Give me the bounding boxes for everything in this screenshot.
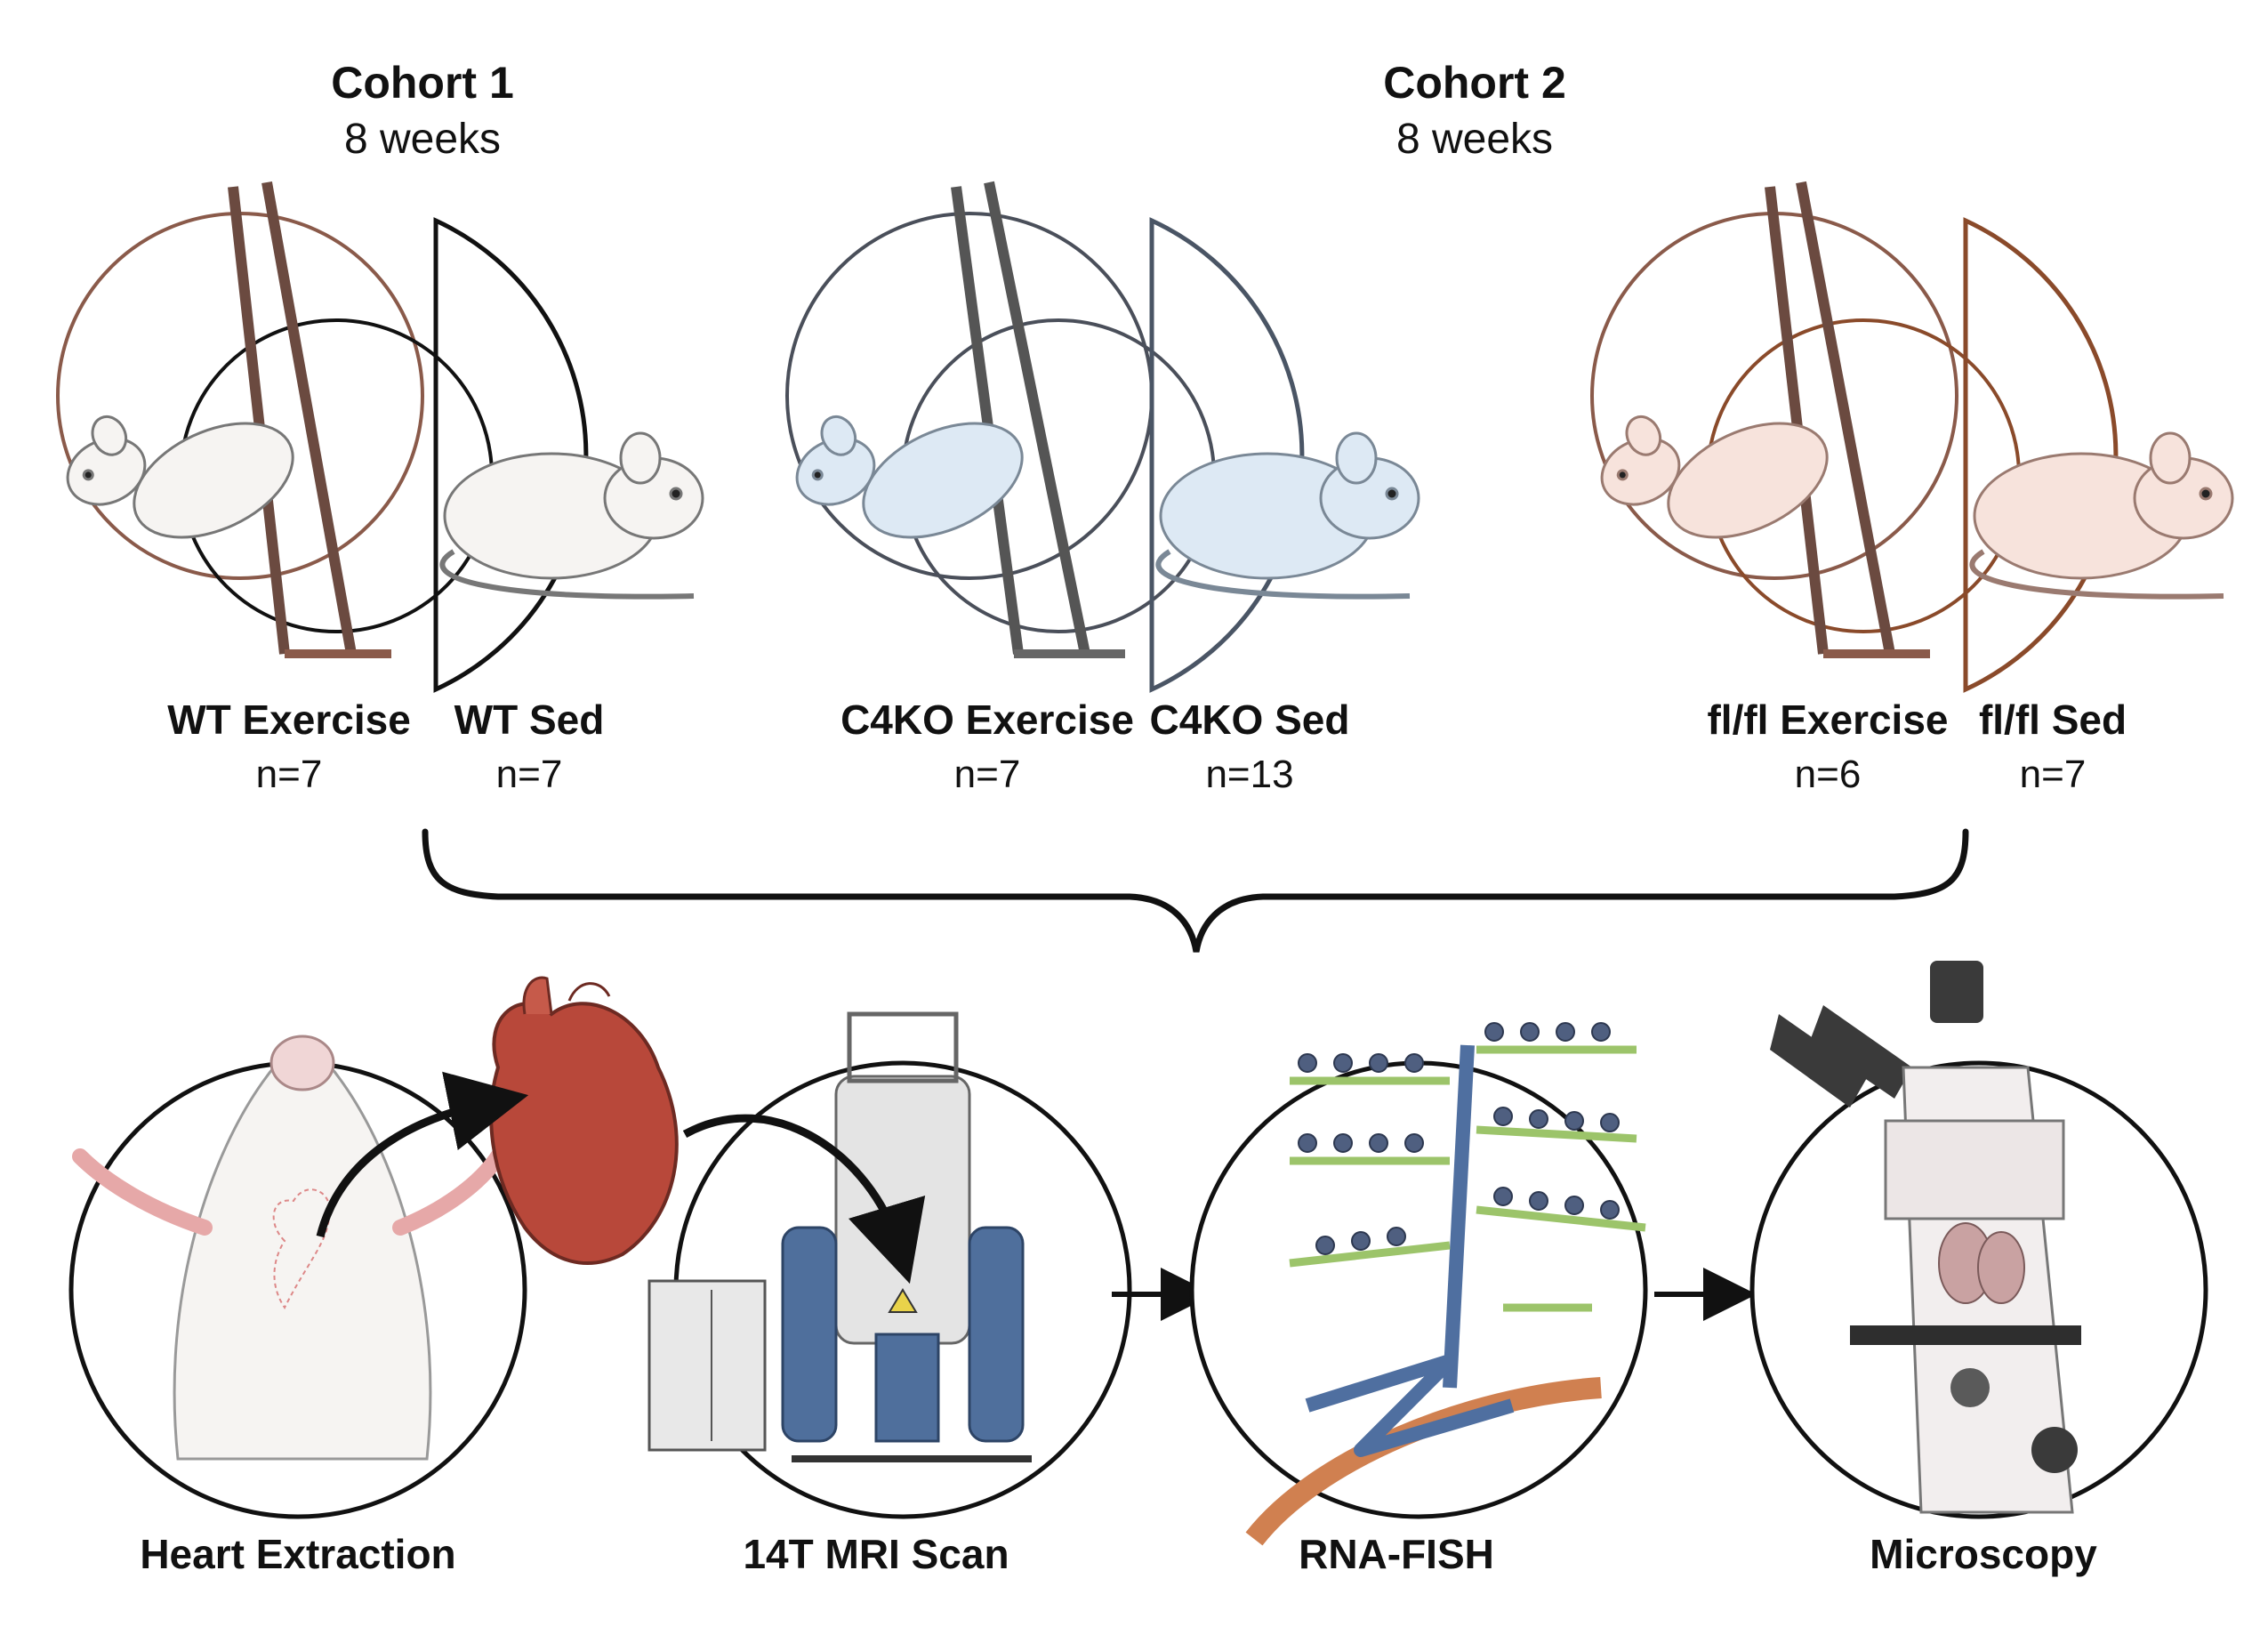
group-n: n=7	[496, 753, 563, 796]
group-label: WT Exercise	[167, 697, 411, 743]
cohort-2-title: Cohort 2	[1383, 58, 1566, 108]
insert-arrow	[682, 1114, 926, 1285]
wt-group-illustration	[47, 181, 703, 693]
transfer-arrow	[316, 1071, 529, 1238]
group-n: n=7	[2020, 753, 2087, 796]
flfl-exercise-mouse-icon	[1581, 349, 1846, 583]
rna-fish-illustration	[1189, 1022, 1648, 1546]
mri-illustration	[647, 1011, 1132, 1519]
flfl-group-illustration	[1581, 181, 2232, 693]
mri-scanner-icon	[647, 1011, 1032, 1462]
step-label-mri: 14T MRI Scan	[743, 1531, 1009, 1577]
flfl-sed-mouse-icon	[1972, 433, 2232, 597]
group-label: fl/fl Exercise	[1707, 697, 1948, 743]
c4ko-sed-mouse-icon	[1158, 433, 1419, 597]
heart-extraction-illustration	[68, 976, 679, 1519]
rna-fish-probe-icon	[1245, 1022, 1646, 1546]
group-n: n=7	[954, 753, 1021, 796]
microscope-icon	[1770, 961, 2081, 1514]
group-n: n=7	[256, 753, 323, 796]
group-label: WT Sed	[454, 697, 605, 743]
cohort-1-title: Cohort 1	[331, 58, 514, 108]
wt-sed-mouse-icon	[442, 433, 703, 597]
grouping-brace	[422, 828, 1969, 953]
group-label: fl/fl Sed	[1979, 697, 2127, 743]
group-n: n=13	[1205, 753, 1293, 796]
group-label: C4KO Sed	[1150, 697, 1350, 743]
group-n: n=6	[1795, 753, 1862, 796]
step-label-microscopy: Microscopy	[1870, 1531, 2097, 1577]
cohort-1-duration: 8 weeks	[344, 116, 501, 163]
group-label: C4KO Exercise	[840, 697, 1134, 743]
step-label-heart-extraction: Heart Extraction	[140, 1531, 455, 1577]
c4ko-group-illustration	[776, 181, 1419, 693]
heart-icon	[489, 976, 679, 1265]
microscopy-illustration	[1749, 961, 2208, 1519]
step-label-rna-fish: RNA-FISH	[1299, 1531, 1494, 1577]
cohort-2-duration: 8 weeks	[1396, 116, 1553, 163]
